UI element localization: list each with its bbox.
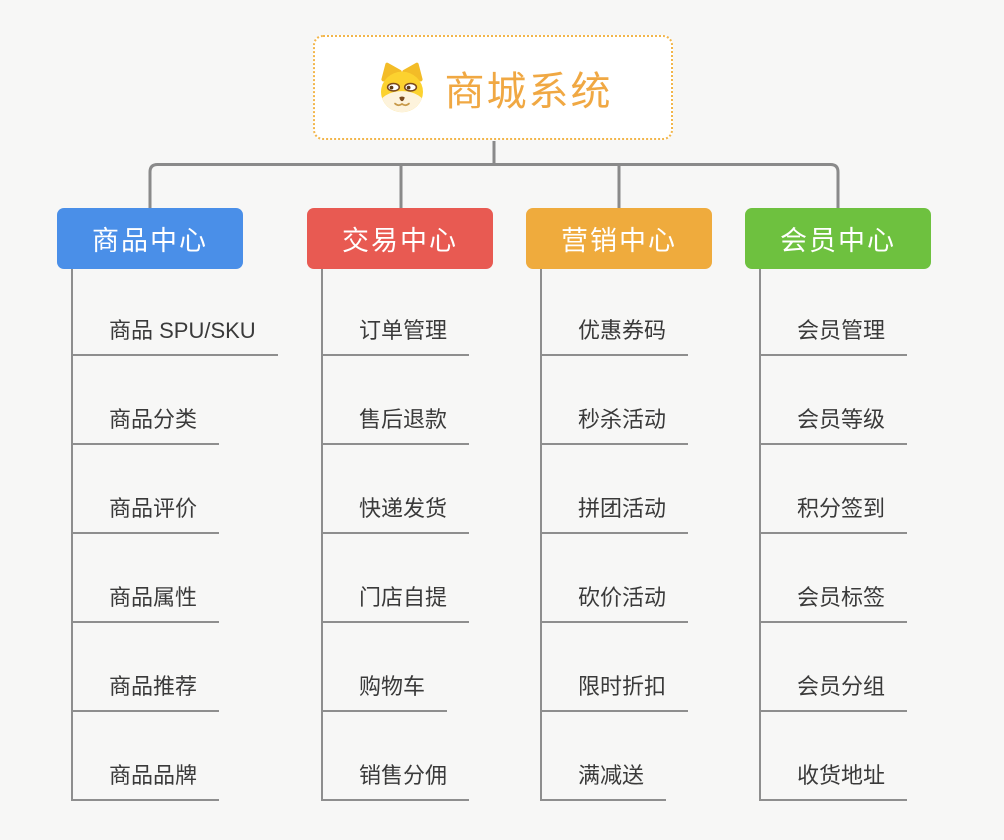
root-title: 商城系统 bbox=[444, 69, 613, 114]
leaf-node[interactable]: 订单管理 bbox=[323, 269, 470, 356]
leaf-node[interactable]: 限时折扣 bbox=[542, 623, 689, 712]
leaf-node[interactable]: 积分签到 bbox=[761, 445, 908, 534]
branch-node-products[interactable]: 商品中心 bbox=[57, 208, 243, 269]
branch-node-members[interactable]: 会员中心 bbox=[745, 208, 931, 269]
leaf-node[interactable]: 销售分佣 bbox=[323, 712, 470, 801]
branch-children-marketing: 优惠券码 秒杀活动 拼团活动 砍价活动 限时折扣 满减送 bbox=[540, 269, 689, 801]
leaf-node[interactable]: 拼团活动 bbox=[542, 445, 689, 534]
leaf-node[interactable]: 满减送 bbox=[542, 712, 667, 801]
leaf-node[interactable]: 商品 SPU/SKU bbox=[73, 269, 278, 356]
leaf-node[interactable]: 会员分组 bbox=[761, 623, 908, 712]
leaf-node[interactable]: 优惠券码 bbox=[542, 269, 689, 356]
leaf-node[interactable]: 商品评价 bbox=[73, 445, 220, 534]
branch-children-trade: 订单管理 售后退款 快递发货 门店自提 购物车 销售分佣 bbox=[321, 269, 470, 801]
leaf-node[interactable]: 秒杀活动 bbox=[542, 356, 689, 445]
leaf-node[interactable]: 购物车 bbox=[323, 623, 448, 712]
leaf-node[interactable]: 门店自提 bbox=[323, 534, 470, 623]
leaf-node[interactable]: 商品品牌 bbox=[73, 712, 220, 801]
leaf-node[interactable]: 售后退款 bbox=[323, 356, 470, 445]
leaf-node[interactable]: 砍价活动 bbox=[542, 534, 689, 623]
root-node[interactable]: 商城系统 bbox=[313, 35, 673, 140]
leaf-node[interactable]: 快递发货 bbox=[323, 445, 470, 534]
leaf-node[interactable]: 商品推荐 bbox=[73, 623, 220, 712]
dog-face-icon bbox=[380, 62, 423, 112]
branch-node-marketing[interactable]: 营销中心 bbox=[526, 208, 712, 269]
leaf-node[interactable]: 商品分类 bbox=[73, 356, 220, 445]
branch-children-products: 商品 SPU/SKU 商品分类 商品评价 商品属性 商品推荐 商品品牌 bbox=[71, 269, 278, 801]
leaf-node[interactable]: 商品属性 bbox=[73, 534, 220, 623]
branch-children-members: 会员管理 会员等级 积分签到 会员标签 会员分组 收货地址 bbox=[759, 269, 908, 801]
leaf-node[interactable]: 会员管理 bbox=[761, 269, 908, 356]
branch-node-trade[interactable]: 交易中心 bbox=[307, 208, 493, 269]
leaf-node[interactable]: 会员标签 bbox=[761, 534, 908, 623]
leaf-node[interactable]: 会员等级 bbox=[761, 356, 908, 445]
leaf-node[interactable]: 收货地址 bbox=[761, 712, 908, 801]
